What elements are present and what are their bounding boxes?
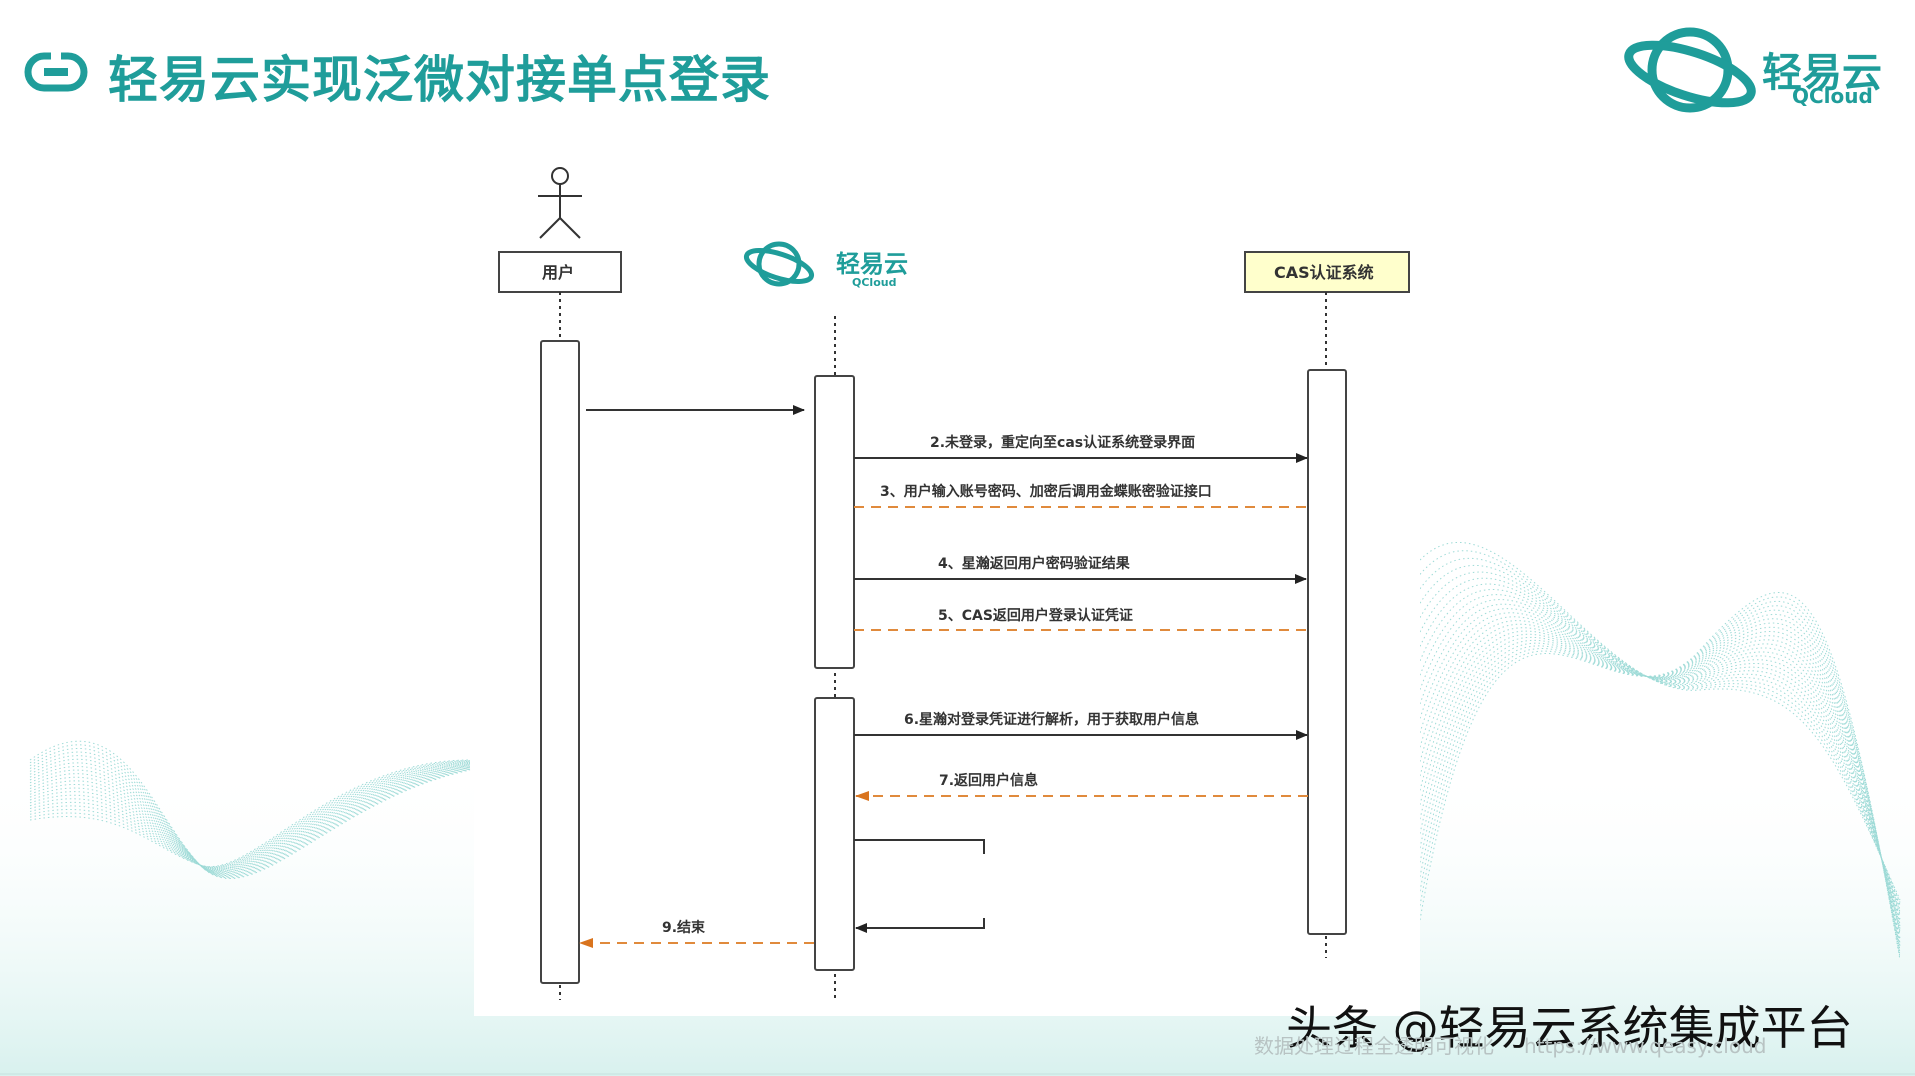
message-4-label: 4、星瀚返回用户密码验证结果 — [938, 555, 1131, 572]
participant-cas-label: CAS认证系统 — [1274, 263, 1374, 282]
user-actor-icon — [538, 167, 582, 239]
qcloud-logo-icon — [1624, 27, 1756, 113]
message-8-return-loop — [855, 918, 985, 933]
message-8-self-loop — [854, 839, 985, 854]
qcloud-participant-logo-icon — [743, 241, 815, 287]
sequence-diagram: 用户 轻易云 QCloud CAS认证系统 2.未登录，重定向至cas认证系统登… — [474, 148, 1420, 1016]
participant-cas-box — [1244, 251, 1410, 293]
brand-sub: QCloud — [1792, 84, 1873, 108]
message-2-label: 2.未登录，重定向至cas认证系统登录界面 — [930, 434, 1195, 451]
activation-qcloud-2 — [814, 697, 855, 971]
message-9-label: 9.结束 — [662, 919, 706, 936]
message-3-label: 3、用户输入账号密码、加密后调用金蝶账密验证接口 — [880, 483, 1212, 500]
message-7-label: 7.返回用户信息 — [939, 772, 1038, 789]
page-title: 轻易云实现泛微对接单点登录 — [108, 51, 771, 109]
footer-url: https://www.qeasy.cloud — [1524, 1034, 1767, 1058]
message-5-label: 5、CAS返回用户登录认证凭证 — [938, 607, 1133, 624]
activation-user — [540, 340, 580, 984]
activation-qcloud-1 — [814, 375, 855, 669]
participant-qcloud-sub: QCloud — [852, 276, 896, 289]
message-6-label: 6.星瀚对登录凭证进行解析，用于获取用户信息 — [904, 711, 1199, 728]
watermark-text: 头条 @轻易云系统集成平台 — [1286, 1001, 1853, 1055]
participant-qcloud-name: 轻易云 — [836, 250, 908, 278]
activation-cas — [1307, 369, 1347, 935]
link-icon — [24, 50, 88, 92]
participant-user-label: 用户 — [542, 263, 574, 282]
footer-left-text: 数据处理过程全透明可视化 — [1254, 1034, 1494, 1058]
footer-note: 数据处理过程全透明可视化 https://www.qeasy.cloud — [1254, 1030, 1766, 1059]
brand-name: 轻易云 — [1762, 50, 1882, 96]
